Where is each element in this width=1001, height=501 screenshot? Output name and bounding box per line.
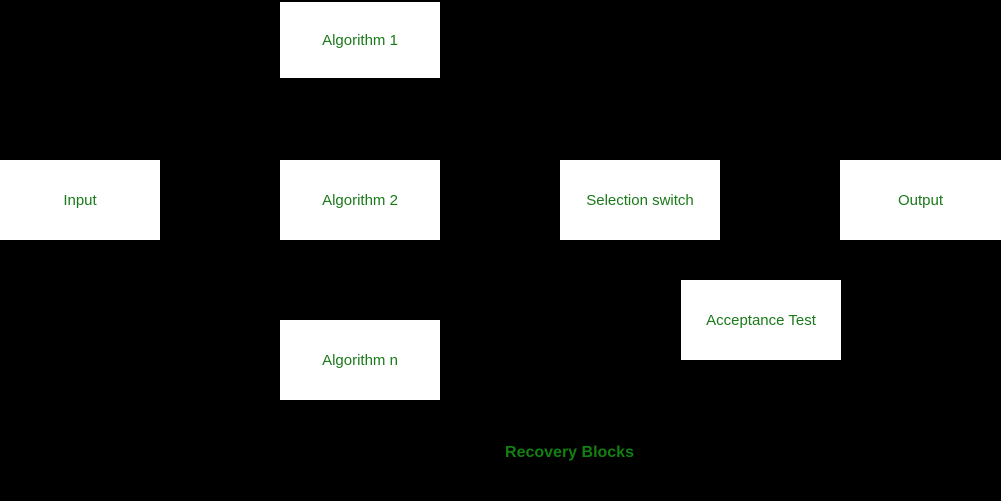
node-acceptance-test-label: Acceptance Test bbox=[706, 311, 816, 329]
node-output-label: Output bbox=[897, 191, 944, 209]
node-algorithm-n[interactable]: Algorithm n bbox=[280, 320, 440, 400]
node-algorithm-n-label: Algorithm n bbox=[322, 351, 398, 369]
diagram-caption: Recovery Blocks bbox=[0, 444, 1001, 462]
diagram-caption-text: Recovery Blocks bbox=[505, 444, 634, 461]
node-input[interactable]: Input bbox=[0, 160, 160, 240]
node-selection-switch-label: Selection switch bbox=[586, 191, 694, 209]
node-algorithm-1-label: Algorithm 1 bbox=[322, 31, 398, 49]
node-input-label: Input bbox=[63, 191, 97, 209]
node-algorithm-2[interactable]: Algorithm 2 bbox=[280, 160, 440, 240]
node-selection-switch[interactable]: Selection switch bbox=[560, 160, 720, 240]
node-algorithm-2-label: Algorithm 2 bbox=[322, 191, 398, 209]
node-acceptance-test[interactable]: Acceptance Test bbox=[681, 280, 841, 360]
node-algorithm-1[interactable]: Algorithm 1 bbox=[280, 2, 440, 78]
node-output[interactable]: Output bbox=[840, 160, 1001, 240]
